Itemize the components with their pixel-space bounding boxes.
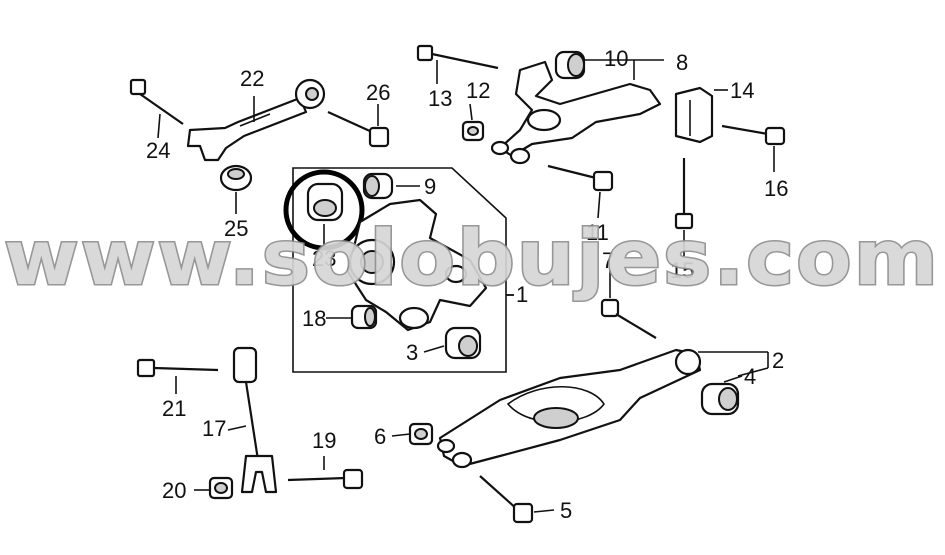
- callout-3: 3: [406, 340, 418, 365]
- callout-16: 16: [764, 176, 788, 201]
- leader-lines: [157, 59, 775, 513]
- callout-26: 26: [366, 80, 390, 105]
- bracket-14: [674, 86, 714, 144]
- callout-14: 14: [730, 78, 754, 103]
- callout-labels: 1 2 3 4 5 6 7 8 9 10 11 12 13 14 15 16 1…: [146, 46, 788, 523]
- bolt-11: [547, 164, 614, 192]
- bushing-18: [350, 304, 378, 330]
- bolt-21: [136, 358, 219, 378]
- callout-19: 19: [312, 428, 336, 453]
- callout-2: 2: [772, 348, 784, 373]
- callout-23: 23: [312, 246, 336, 271]
- bolt-7: [600, 298, 657, 339]
- link-17: [232, 346, 278, 494]
- callout-10: 10: [604, 46, 628, 71]
- callout-6: 6: [374, 424, 386, 449]
- callout-9: 9: [424, 174, 436, 199]
- bolt-16: [721, 124, 786, 146]
- bolt-26: [327, 110, 390, 148]
- callout-22: 22: [240, 66, 264, 91]
- callout-20: 20: [162, 478, 186, 503]
- toe-link-22: [186, 78, 326, 162]
- bushing-4: [700, 382, 740, 416]
- highlight-circle: [283, 169, 365, 251]
- callout-1: 1: [516, 282, 528, 307]
- callout-5: 5: [560, 498, 572, 523]
- bushing-10: [554, 50, 586, 80]
- bolt-13: [416, 44, 499, 70]
- knuckle-1: [346, 198, 488, 332]
- callout-8: 8: [676, 50, 688, 75]
- lower-arm-2: [436, 348, 702, 469]
- callout-18: 18: [302, 306, 326, 331]
- bushing-23: [306, 182, 344, 222]
- watermark-text: www.solobujes.com: [4, 213, 940, 302]
- bolt-15: [674, 158, 694, 230]
- bushing-25: [219, 164, 253, 192]
- callout-17: 17: [202, 416, 226, 441]
- bolt-19: [287, 468, 364, 490]
- callout-7: 7: [602, 248, 614, 273]
- callout-12: 12: [466, 78, 490, 103]
- callout-15: 15: [670, 258, 694, 283]
- nut-12: [461, 120, 485, 142]
- bolt-24: [129, 78, 184, 125]
- callout-25: 25: [224, 216, 248, 241]
- nut-20: [208, 476, 234, 500]
- nut-6: [408, 422, 434, 446]
- callout-11: 11: [586, 220, 609, 245]
- bushing-9: [362, 172, 394, 200]
- bushing-3: [444, 326, 482, 360]
- upper-arm-8: [490, 60, 662, 165]
- callout-21: 21: [162, 396, 186, 421]
- callout-24: 24: [146, 138, 170, 163]
- bolt-5: [479, 475, 534, 524]
- callout-4: 4: [744, 364, 756, 389]
- callout-13: 13: [428, 86, 452, 111]
